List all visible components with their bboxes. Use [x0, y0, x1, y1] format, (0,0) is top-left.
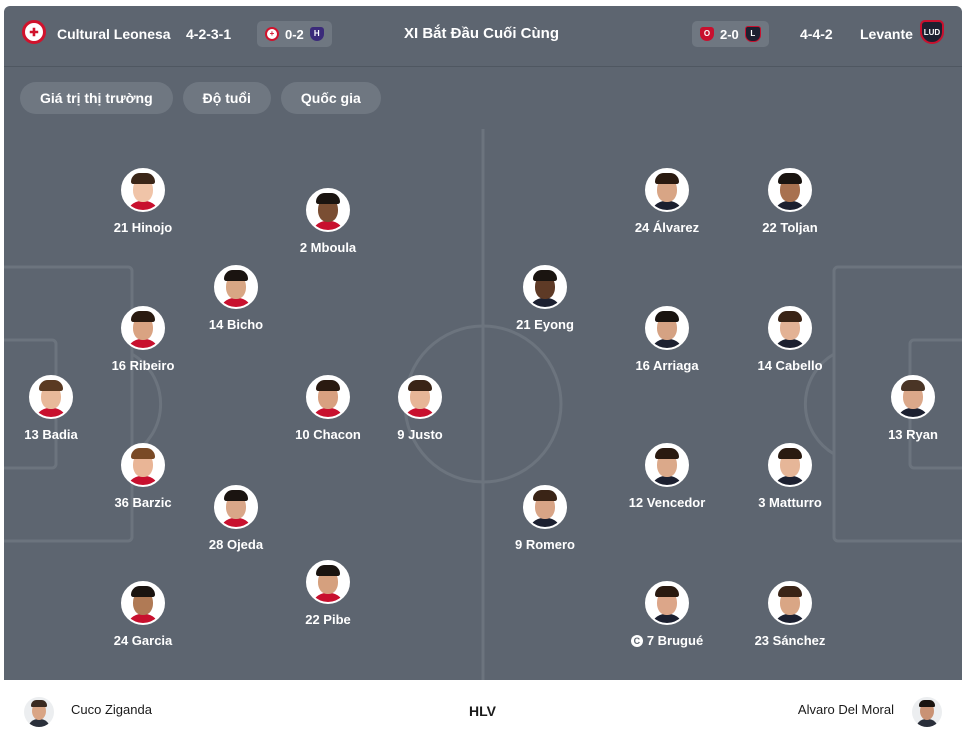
lineup-title: XI Bắt Đầu Cuối Cùng [404, 25, 559, 42]
player-photo [645, 168, 689, 212]
player-photo [768, 581, 812, 625]
cultural-leonesa-mini-icon: + [265, 27, 279, 41]
lineup-card: ✚ Cultural Leonesa 4-2-3-1 + 0-2 H XI Bắ… [4, 6, 962, 744]
home-last-match-score: 0-2 [285, 26, 304, 42]
player-photo [523, 485, 567, 529]
away-team-name[interactable]: Levante [860, 26, 913, 42]
player-photo [306, 375, 350, 419]
player-name: 14 Cabello [757, 358, 823, 373]
player-name: 9 Romero [515, 537, 575, 552]
home-coach-name[interactable]: Cuco Ziganda [71, 702, 152, 717]
home-last-match-badge[interactable]: + 0-2 H [257, 21, 332, 47]
opponent-crest-icon: H [309, 27, 324, 41]
player-home-fw[interactable]: 9 Justo [350, 375, 490, 442]
player-name: 22 Pibe [305, 612, 351, 627]
player-photo [645, 443, 689, 487]
player-photo [306, 188, 350, 232]
away-coach-avatar [912, 697, 942, 727]
tab-age[interactable]: Độ tuổi [182, 82, 271, 114]
player-away-gk[interactable]: 13 Ryan [843, 375, 962, 442]
tab-market-value[interactable]: Giá trị thị trường [20, 82, 173, 114]
player-away-def[interactable]: 14 Cabello [720, 306, 860, 373]
player-away-fw[interactable]: 9 Romero [475, 485, 615, 552]
player-home-gk[interactable]: 13 Badia [4, 375, 121, 442]
home-coach-avatar [24, 697, 54, 727]
away-last-match-badge[interactable]: O 2-0 L [692, 21, 769, 47]
pitch: 13 Badia 21 Hinojo 16 Ribeiro 36 Barzic … [4, 129, 962, 680]
player-photo [121, 581, 165, 625]
player-photo [214, 265, 258, 309]
player-name: 16 Arriaga [635, 358, 699, 373]
player-away-mid[interactable]: 24 Álvarez [597, 168, 737, 235]
player-name: 3 Matturro [758, 495, 822, 510]
player-photo [398, 375, 442, 419]
player-photo [768, 443, 812, 487]
player-home-def[interactable]: 24 Garcia [73, 581, 213, 648]
player-name: 9 Justo [397, 427, 443, 442]
player-away-mid[interactable]: 12 Vencedor [597, 443, 737, 510]
player-photo [891, 375, 935, 419]
player-home-am[interactable]: 10 Chacon [258, 375, 398, 442]
player-photo [121, 168, 165, 212]
player-name: 24 Álvarez [634, 220, 700, 235]
player-away-def[interactable]: 23 Sánchez [720, 581, 860, 648]
player-photo [214, 485, 258, 529]
player-name: 13 Badia [24, 427, 78, 442]
player-photo [121, 443, 165, 487]
player-away-mid[interactable]: 16 Arriaga [597, 306, 737, 373]
cultural-leonesa-crest-icon: ✚ [22, 20, 46, 44]
player-photo [523, 265, 567, 309]
player-home-am[interactable]: 2 Mboula [258, 188, 398, 255]
player-away-fw[interactable]: 21 Eyong [475, 265, 615, 332]
tab-nationality[interactable]: Quốc gia [280, 82, 381, 114]
player-home-mid[interactable]: 14 Bicho [166, 265, 306, 332]
player-name: 28 Ojeda [208, 537, 264, 552]
player-name: 21 Eyong [516, 317, 574, 332]
player-name: 23 Sánchez [754, 633, 826, 648]
player-name: 21 Hinojo [113, 220, 173, 235]
player-home-mid[interactable]: 28 Ojeda [166, 485, 306, 552]
player-photo [645, 306, 689, 350]
away-formation: 4-4-2 [800, 26, 833, 42]
away-coach-name[interactable]: Alvaro Del Moral [797, 702, 894, 717]
player-photo [645, 581, 689, 625]
home-formation: 4-2-3-1 [186, 26, 232, 42]
levante-crest-icon: LUD [920, 20, 944, 44]
player-name: 14 Bicho [208, 317, 264, 332]
player-away-def[interactable]: 22 Toljan [720, 168, 860, 235]
home-team-name[interactable]: Cultural Leonesa [57, 26, 171, 42]
player-home-def[interactable]: 16 Ribeiro [73, 306, 213, 373]
captain-icon: C [630, 635, 643, 647]
coaches-bar: Cuco Ziganda HLV Alvaro Del Moral [4, 680, 962, 744]
player-name: 13 Ryan [888, 427, 938, 442]
player-name: 22 Toljan [762, 220, 818, 235]
lineup-filter-tabs: Giá trị thị trường Độ tuổi Quốc gia [20, 82, 381, 114]
lineup-header: ✚ Cultural Leonesa 4-2-3-1 + 0-2 H XI Bắ… [4, 6, 962, 67]
player-name: 16 Ribeiro [111, 358, 175, 373]
levante-mini-icon: L [744, 26, 761, 42]
player-photo [29, 375, 73, 419]
player-away-def[interactable]: 3 Matturro [720, 443, 860, 510]
player-name-text: 7 Brugué [646, 633, 704, 648]
player-name: 10 Chacon [295, 427, 361, 442]
player-name: 12 Vencedor [628, 495, 706, 510]
coaches-label: HLV [469, 703, 496, 719]
player-name: 24 Garcia [113, 633, 173, 648]
away-last-match-score: 2-0 [720, 26, 739, 42]
player-photo [768, 306, 812, 350]
player-photo [121, 306, 165, 350]
player-home-am[interactable]: 22 Pibe [258, 560, 398, 627]
player-name: 2 Mboula [299, 240, 357, 255]
player-name: 36 Barzic [114, 495, 172, 510]
player-home-def[interactable]: 21 Hinojo [73, 168, 213, 235]
player-photo [768, 168, 812, 212]
opponent-crest-icon: O [700, 27, 714, 41]
player-home-def[interactable]: 36 Barzic [73, 443, 213, 510]
player-photo [306, 560, 350, 604]
